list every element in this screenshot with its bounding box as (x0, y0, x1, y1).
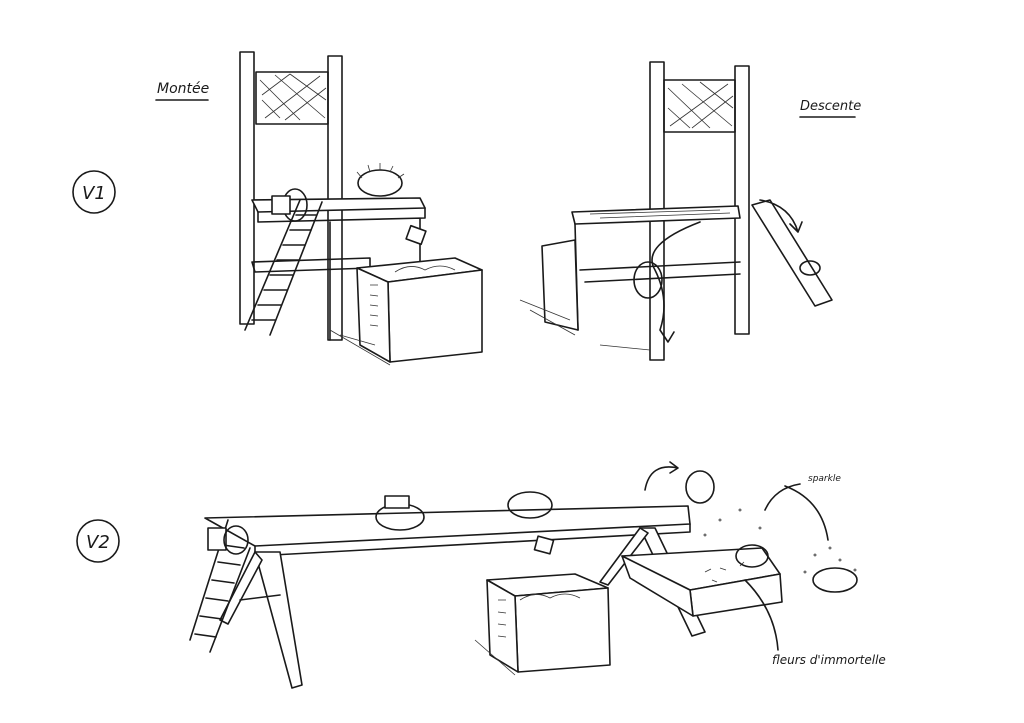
hedgehog-icon (735, 544, 769, 568)
v2-table-structure (189, 461, 858, 689)
v1-climb-structure (239, 51, 483, 366)
svg-text:Descente: Descente (800, 99, 861, 114)
hedgehog-icon (223, 525, 249, 555)
svg-text:V2: V2 (86, 532, 110, 553)
label-sparkle: sparkle (808, 474, 841, 484)
label-flowers: fleurs d'immortelle (772, 653, 886, 667)
v1-descent-structure (519, 61, 833, 361)
hedgehog-icon (799, 260, 821, 276)
version-2-badge: V2 (76, 519, 120, 563)
svg-text:Montée: Montée (157, 81, 209, 97)
hedgehog-icon (633, 261, 663, 299)
hedgehog-icon (357, 169, 403, 197)
label-descent: Descente (799, 99, 861, 118)
hedgehog-icon (507, 491, 553, 519)
hedgehog-icon (812, 567, 858, 593)
label-climb: Montée (155, 81, 209, 101)
hedgehog-icon (685, 470, 715, 504)
sparkle-particles (703, 508, 857, 574)
version-1-badge: V1 (72, 170, 116, 214)
svg-text:V1: V1 (82, 183, 106, 204)
